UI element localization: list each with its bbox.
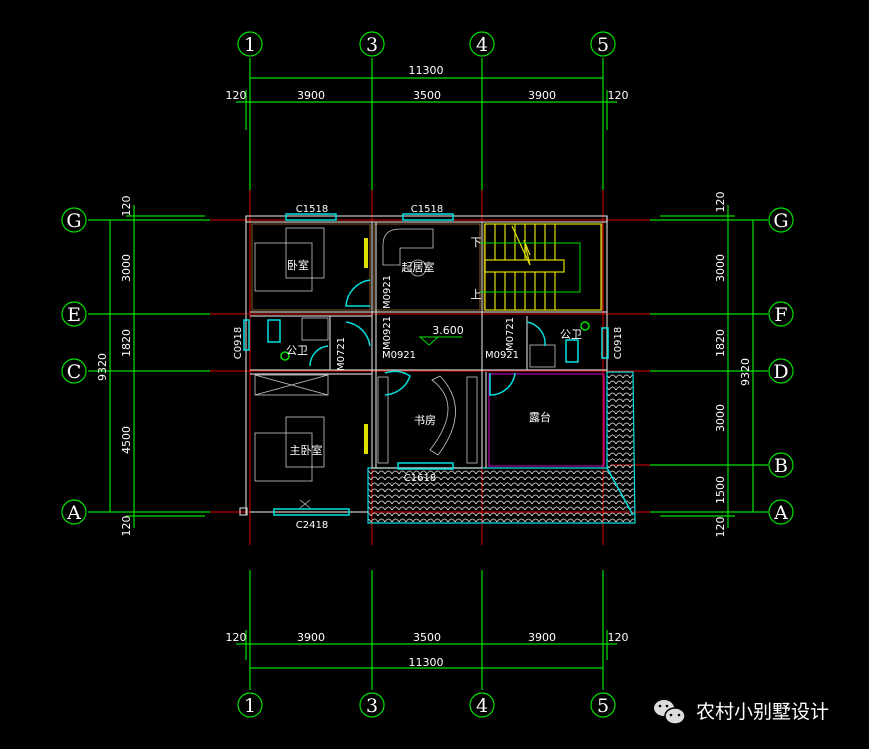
svg-text:9320: 9320 [739, 358, 752, 386]
svg-text:1: 1 [244, 695, 256, 717]
axis-bubble-G-right: G [768, 207, 794, 233]
doors [309, 279, 546, 396]
windows [243, 213, 609, 516]
watermark-text: 农村小别墅设计 [696, 701, 830, 723]
svg-text:3900: 3900 [297, 89, 325, 102]
axis-bubble-E-left: E [61, 301, 87, 327]
svg-text:3: 3 [366, 695, 378, 717]
room-living: 起居室 [402, 260, 435, 274]
axis-bubble-F-right: F [768, 301, 794, 327]
axis-bubble-3-top: 3 [359, 31, 385, 57]
axis-bubble-C-left: C [61, 358, 87, 384]
svg-text:120: 120 [608, 631, 629, 644]
svg-text:120: 120 [608, 89, 629, 102]
stair-up-label: 上 [471, 288, 482, 301]
svg-text:3000: 3000 [120, 254, 133, 282]
axis-bubble-4-top: 4 [469, 31, 495, 57]
svg-text:3: 3 [366, 34, 378, 56]
svg-text:120: 120 [714, 192, 727, 213]
svg-text:D: D [773, 361, 788, 383]
svg-text:E: E [67, 304, 81, 326]
svg-text:C0918: C0918 [233, 327, 244, 359]
svg-text:4: 4 [476, 34, 488, 56]
stair-down-label: 下 [471, 236, 482, 249]
axis-bubbles: 1 3 4 5 1 3 4 5 G E C A G F D B A [61, 31, 794, 718]
svg-text:C: C [67, 361, 82, 383]
room-bedroom: 卧室 [287, 258, 309, 272]
staircase: 下 上 [471, 223, 602, 311]
roof-tile-area [367, 371, 636, 524]
opening-labels: C1518 C1518 C2418 C1618 C0918 C0918 M092… [233, 204, 624, 531]
svg-text:120: 120 [714, 517, 727, 538]
svg-text:C1518: C1518 [296, 204, 328, 215]
furniture [254, 227, 556, 509]
room-master-bedroom: 主卧室 [290, 443, 323, 457]
svg-text:C1518: C1518 [411, 204, 443, 215]
svg-text:1500: 1500 [714, 476, 727, 504]
svg-text:1820: 1820 [714, 329, 727, 357]
svg-text:11300: 11300 [409, 64, 444, 77]
svg-text:1: 1 [244, 34, 256, 56]
axis-bubble-3-bottom: 3 [359, 692, 385, 718]
svg-text:M0921: M0921 [382, 275, 393, 309]
axis-bubble-1-bottom: 1 [237, 692, 263, 718]
svg-text:120: 120 [226, 631, 247, 644]
svg-text:3500: 3500 [413, 631, 441, 644]
svg-text:3000: 3000 [714, 254, 727, 282]
axis-bubble-A-right: A [768, 499, 794, 525]
svg-text:4500: 4500 [120, 426, 133, 454]
axis-bubble-G-left: G [61, 207, 87, 233]
svg-text:3000: 3000 [714, 404, 727, 432]
svg-text:M0921: M0921 [382, 316, 393, 350]
svg-text:C2418: C2418 [296, 520, 328, 531]
svg-text:M0921: M0921 [485, 350, 519, 361]
axis-bubble-A-left: A [61, 499, 87, 525]
axis-bubble-5-top: 5 [590, 31, 616, 57]
axis-bubble-B-right: B [768, 452, 794, 478]
svg-text:120: 120 [226, 89, 247, 102]
room-bath-right: 公卫 [560, 328, 582, 341]
axis-bubble-1-top: 1 [237, 31, 263, 57]
svg-text:5: 5 [597, 34, 609, 56]
svg-text:1820: 1820 [120, 329, 133, 357]
svg-text:A: A [66, 502, 81, 524]
svg-text:3900: 3900 [297, 631, 325, 644]
axis-bubble-4-bottom: 4 [469, 692, 495, 718]
elevation-mark: 3.600 [418, 324, 464, 346]
svg-text:G: G [66, 210, 81, 232]
wechat-icon [654, 700, 686, 725]
axis-lines [88, 58, 768, 690]
svg-text:120: 120 [120, 516, 133, 537]
dimension-labels: 11300 120 3900 3500 3900 120 120 3900 35… [96, 64, 752, 669]
svg-text:5: 5 [597, 695, 609, 717]
sanitary-fixtures [267, 319, 590, 363]
svg-text:A: A [773, 502, 788, 524]
svg-text:120: 120 [120, 196, 133, 217]
svg-text:C1618: C1618 [404, 473, 436, 484]
svg-text:M0721: M0721 [336, 337, 347, 371]
walls [239, 215, 608, 516]
svg-text:3.600: 3.600 [432, 324, 464, 337]
svg-text:3500: 3500 [413, 89, 441, 102]
svg-text:9320: 9320 [96, 353, 109, 381]
svg-text:M0721: M0721 [505, 317, 516, 351]
svg-text:B: B [774, 455, 788, 477]
svg-text:G: G [773, 210, 788, 232]
svg-text:3900: 3900 [528, 631, 556, 644]
svg-text:4: 4 [476, 695, 488, 717]
axis-bubble-D-right: D [768, 358, 794, 384]
svg-text:3900: 3900 [528, 89, 556, 102]
room-terrace: 露台 [529, 410, 551, 424]
svg-text:F: F [774, 304, 787, 326]
room-study: 书房 [414, 414, 436, 427]
svg-text:11300: 11300 [409, 656, 444, 669]
svg-text:M0921: M0921 [382, 350, 416, 361]
axis-bubble-5-bottom: 5 [590, 692, 616, 718]
svg-text:C0918: C0918 [613, 327, 624, 359]
room-bath-left: 公卫 [286, 344, 308, 357]
room-labels: 卧室 起居室 公卫 公卫 主卧室 书房 露台 [286, 258, 582, 457]
